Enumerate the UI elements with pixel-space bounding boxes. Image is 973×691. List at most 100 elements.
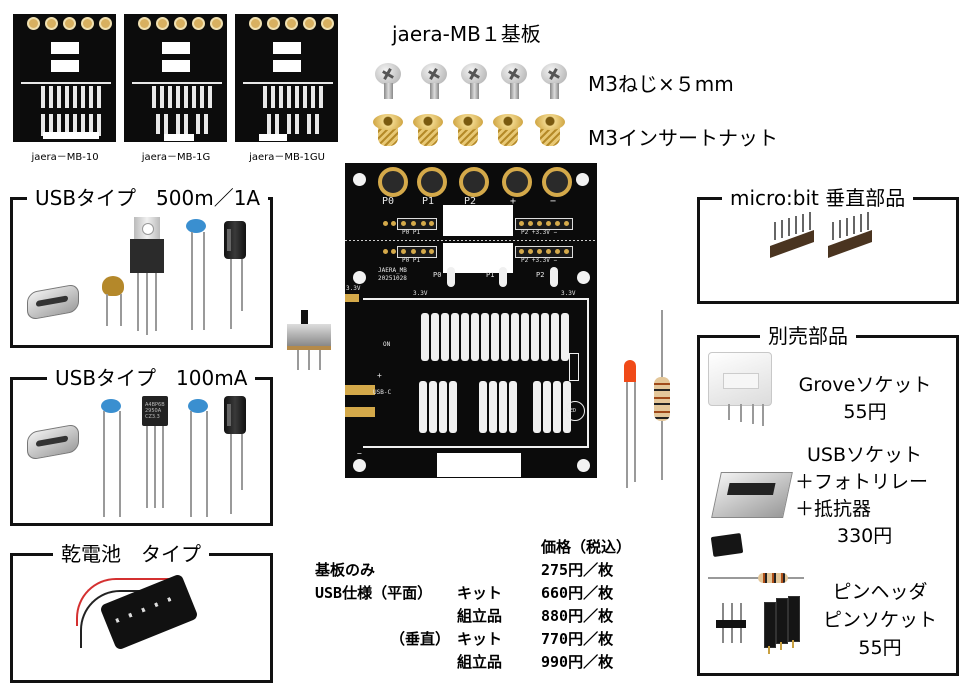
- optional-parts-box: 別売部品: [697, 322, 959, 676]
- price-row-spec: 基板のみ: [315, 561, 376, 579]
- black-wire: [80, 590, 170, 648]
- screw-icon: [421, 63, 447, 101]
- pcb-strip: [511, 313, 519, 361]
- usb-a-socket-icon: [711, 472, 793, 518]
- grove-socket-icon: [708, 352, 772, 406]
- board-variant-caption: jaera－MB-10: [31, 152, 99, 163]
- resistor-icon: [654, 377, 670, 421]
- item-line: ＋抵抗器: [795, 498, 872, 520]
- price-row-value: 660円／枚: [541, 584, 614, 602]
- right-angle-pin-header-icon: [770, 212, 814, 270]
- board-variant-caption: jaera－MB-1G: [141, 152, 211, 163]
- price-row-spec: （垂直）: [390, 630, 451, 648]
- transistor-label: P1: [486, 271, 495, 279]
- led-icon: [624, 360, 636, 382]
- regulator-marking: CZ3.3: [145, 414, 160, 420]
- pcb-strip: [419, 381, 427, 433]
- led-label: LED: [567, 408, 577, 414]
- battery-kit-box: 乾電池 タイプ: [10, 540, 273, 683]
- item-line: Groveソケット: [798, 374, 932, 396]
- screw-icon: [501, 63, 527, 101]
- pcb-strip: [489, 381, 497, 433]
- pad-minus: [542, 167, 572, 197]
- pcb-strip: [561, 313, 569, 361]
- pcb-strip: [431, 313, 439, 361]
- electrolytic-capacitor-icon: [224, 221, 246, 259]
- screw-icon: [375, 63, 401, 101]
- rail-label: 3.3V: [561, 290, 576, 297]
- board-date-silkscreen: 20251028: [378, 275, 407, 282]
- pcb-strip: [481, 313, 489, 361]
- pad-p1: [417, 167, 447, 197]
- grove-socket-label: Groveソケット 55円: [775, 372, 955, 426]
- pcb-strip: [533, 381, 541, 433]
- price-row-value: 275円／枚: [541, 561, 614, 579]
- switch-on-label: ON: [383, 341, 391, 348]
- price-row-variant: 組立品: [457, 653, 503, 671]
- pcb-strip: [551, 313, 559, 361]
- usb-500ma-kit-box: USBタイプ 500m／1A: [10, 184, 273, 348]
- ceramic-capacitor-icon: [101, 399, 121, 413]
- voltage-regulator-icon: [130, 217, 164, 281]
- pcb-strip: [461, 313, 469, 361]
- board-label: jaera-MB１基板: [392, 22, 541, 46]
- pad-label: +: [510, 196, 517, 207]
- pcb-strip: [541, 313, 549, 361]
- regulator-marking: 2950A: [145, 408, 162, 414]
- pcb-strip: [491, 313, 499, 361]
- pcb-strip: [509, 381, 517, 433]
- transistor-label: P2: [536, 271, 545, 279]
- item-line: ピンヘッダ: [832, 581, 928, 603]
- right-angle-pin-header-icon: [828, 212, 872, 270]
- pcb-strip: [471, 313, 479, 361]
- item-price: 55円: [843, 401, 887, 423]
- minus-label: −: [357, 449, 362, 458]
- header-label: P0 P1: [402, 229, 421, 236]
- pcb-strip: [553, 381, 561, 433]
- screw-icon: [541, 63, 567, 101]
- insert-nut-icon: [493, 114, 523, 148]
- optional-parts-title: 別売部品: [760, 322, 856, 350]
- pcb-strip: [451, 313, 459, 361]
- microbit-title: micro:bit 垂直部品: [722, 184, 914, 212]
- resistor-icon: [758, 573, 788, 583]
- pad-label: P1: [422, 196, 435, 207]
- pad-p0: [378, 167, 408, 197]
- board-variant-image-mb1gu: [235, 14, 338, 142]
- item-price: 330円: [837, 525, 893, 547]
- nuts-label: M3インサートナット: [588, 126, 778, 150]
- ceramic-capacitor-icon: [186, 219, 206, 233]
- rail-label: 3.3V: [346, 285, 361, 292]
- price-row-variant: 組立品: [457, 607, 503, 625]
- screw-icon: [461, 63, 487, 101]
- board-name-silkscreen: JAERA_MB: [378, 267, 407, 274]
- plus-label: +: [377, 371, 382, 380]
- rail-label: 3.3V: [413, 290, 428, 297]
- price-row-value: 770円／枚: [541, 630, 614, 648]
- photorelay-icon: [710, 533, 744, 557]
- item-line: ＋フォトリレー: [795, 471, 929, 493]
- insert-nut-icon: [373, 114, 403, 148]
- price-header: 価格（税込）: [541, 538, 632, 556]
- insert-nut-icon: [453, 114, 483, 148]
- price-row-spec: USB仕様（平面）: [315, 584, 433, 602]
- pcb-strip: [439, 381, 447, 433]
- screws-label: M3ねじ×５mm: [588, 72, 734, 96]
- price-row-variant: キット: [457, 630, 503, 648]
- main-pcb-image: P0 P1 P2 + − P0 P1 P2 +3.3V − P0 P1 P2 +…: [345, 163, 597, 478]
- board-variant-image-mb10: [13, 14, 116, 142]
- transistor-label: P0: [433, 271, 442, 279]
- pad-p2: [459, 167, 489, 197]
- usb-100ma-title: USBタイプ 100mA: [47, 364, 256, 392]
- ceramic-capacitor-icon: [102, 276, 124, 296]
- usb-label: USB-C: [373, 389, 392, 396]
- insert-nut-icon: [413, 114, 443, 148]
- item-line: USBソケット: [807, 444, 923, 466]
- pcb-strip: [521, 313, 529, 361]
- pcb-strip: [499, 381, 507, 433]
- pcb-strip: [429, 381, 437, 433]
- insert-nut-icon: [535, 114, 565, 148]
- pad-plus: [502, 167, 532, 197]
- pcb-strip: [501, 313, 509, 361]
